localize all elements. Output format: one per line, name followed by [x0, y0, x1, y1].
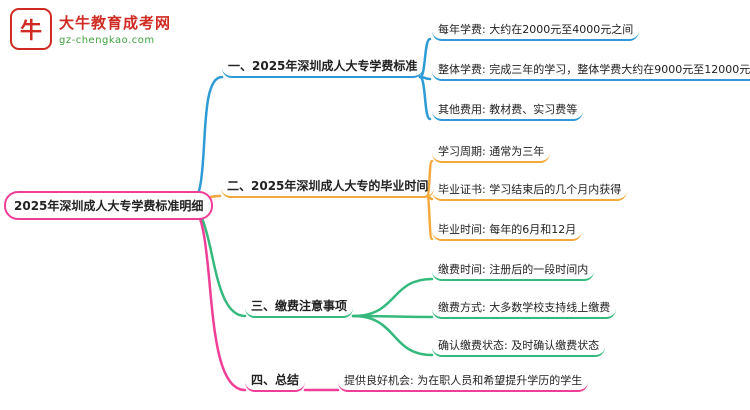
logo-text-block: 大牛教育成考网 gz-chengkao.com — [59, 12, 171, 46]
leaf-node-3-3: 确认缴费状态: 及时确认缴费状态 — [432, 336, 606, 357]
logo-subtitle: gz-chengkao.com — [59, 35, 155, 46]
branch3-connectors — [186, 203, 434, 357]
ox-logo-icon: 牛 — [10, 8, 52, 50]
leaf-node-3-1: 缴费时间: 注册后的一段时间内 — [432, 260, 595, 281]
leaf-node-2-3: 毕业时间: 每年的6月和12月 — [432, 220, 583, 241]
leaf-node-4-1: 提供良好机会: 为在职人员和希望提升学历的学生 — [338, 371, 589, 392]
leaf-node-3-2: 缴费方式: 大多数学校支持线上缴费 — [432, 298, 617, 319]
branch-node-4: 四、总结 — [245, 371, 306, 392]
leaf-node-1-2: 整体学费: 完成三年的学习，整体学费大约在9000元至12000元之间 — [432, 60, 750, 81]
site-logo[interactable]: 牛 大牛教育成考网 gz-chengkao.com — [10, 8, 171, 50]
branch-node-2: 二、2025年深圳成人大专的毕业时间 — [221, 177, 435, 198]
root-node: 2025年深圳成人大专学费标准明细 — [4, 191, 214, 220]
logo-title: 大牛教育成考网 — [59, 14, 172, 32]
branch-node-3: 三、缴费注意事项 — [245, 297, 354, 318]
branch-node-1: 一、2025年深圳成人大专学费标准 — [222, 57, 424, 78]
leaf-node-2-2: 毕业证书: 学习结束后的几个月内获得 — [432, 180, 628, 201]
leaf-node-1-3: 其他费用: 教材费、实习费等 — [432, 100, 584, 121]
leaf-node-1-1: 每年学费: 大约在2000元至4000元之间 — [432, 20, 640, 41]
branch2-connectors — [186, 159, 434, 241]
leaf-node-2-1: 学习周期: 通常为三年 — [432, 142, 551, 163]
